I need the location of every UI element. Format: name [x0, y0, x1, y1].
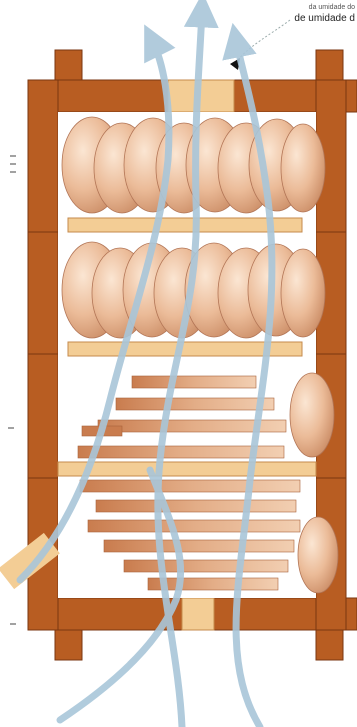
shelf-3	[58, 462, 316, 476]
bottom-vent-opening	[182, 598, 214, 630]
pod-single-lower	[298, 517, 338, 593]
pod-single-upper	[290, 373, 334, 457]
annotation-leader-line	[236, 20, 290, 62]
frame-leg-bottom-right	[316, 626, 343, 660]
frame-leg-bottom-left	[55, 626, 82, 660]
left-tick-marks	[8, 156, 16, 624]
